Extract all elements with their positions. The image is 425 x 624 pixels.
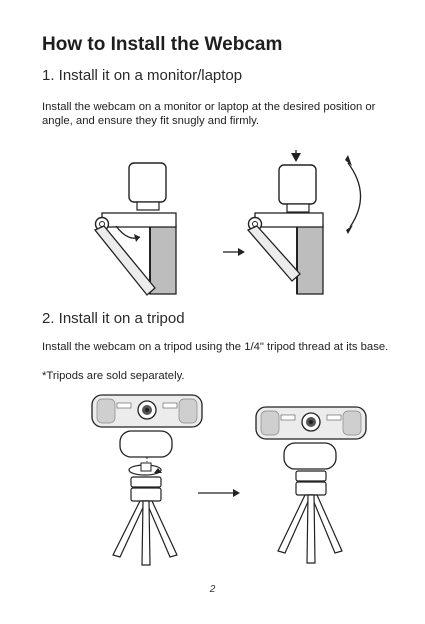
section-heading-tripod: 2. Install it on a tripod <box>42 310 185 327</box>
rotate-arrow-icon <box>347 162 362 228</box>
monitor-icon <box>149 225 177 295</box>
webcam-above-tripod <box>91 394 203 566</box>
tripod-icon <box>112 476 178 566</box>
tripod-icon <box>277 470 343 564</box>
webcam-icon <box>128 162 167 203</box>
tripod-note: *Tripods are sold separately. <box>42 370 185 382</box>
section-text-tripod: Install the webcam on a tripod using the… <box>42 341 389 353</box>
tripod-mount-illustration <box>91 394 367 566</box>
section-text-monitor: Install the webcam on a monitor or lapto… <box>42 101 376 127</box>
monitor-icon <box>296 225 324 295</box>
webcam-mounted-tripod <box>255 406 367 564</box>
page-number: 2 <box>209 584 216 595</box>
monitor-mount-illustration <box>93 150 362 296</box>
webcam-on-monitor-left <box>93 162 177 296</box>
webcam-icon <box>278 164 317 205</box>
webcam-on-monitor-right <box>223 150 362 295</box>
page-title: How to Install the Webcam <box>42 34 283 55</box>
section-heading-monitor: 1. Install it on a monitor/laptop <box>42 67 243 84</box>
